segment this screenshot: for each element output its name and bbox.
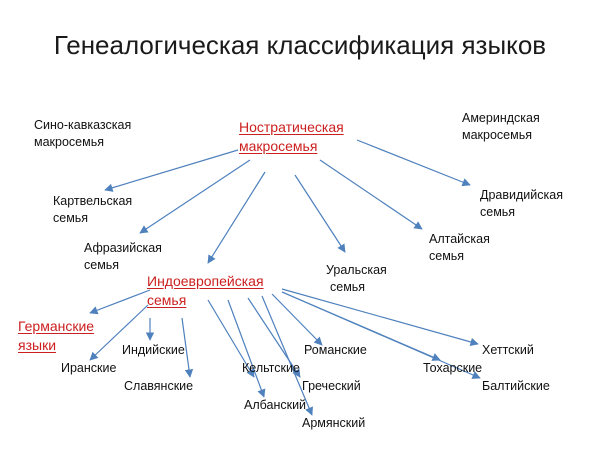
- node-romance: Романские: [304, 343, 367, 357]
- node-kartvelian: Картвельская семья: [53, 193, 132, 227]
- node-line: макросемья: [34, 135, 104, 149]
- node-nostratic: Ностратическая макросемья: [239, 118, 344, 156]
- node-line: Германские: [18, 318, 95, 334]
- node-iranian: Иранские: [61, 361, 117, 375]
- node-line: семья: [429, 249, 465, 263]
- node-line: Ностратическая: [239, 119, 344, 135]
- node-hittite: Хеттский: [482, 343, 534, 357]
- node-line: макросемья: [239, 138, 318, 154]
- node-line: макросемья: [462, 128, 532, 142]
- arrow-indoeuro-hittite: [281, 288, 479, 347]
- arrow-nostratic-dravid: [356, 139, 471, 187]
- node-germanic: Германские языки: [18, 317, 94, 355]
- node-greek: Греческий: [302, 379, 361, 393]
- node-baltic: Балтийские: [482, 379, 550, 393]
- slide-title: Генеалогическая классификация языков: [53, 30, 547, 60]
- node-indian: Индийские: [122, 343, 185, 357]
- arrow-nostratic-kartvel: [104, 149, 239, 192]
- node-afroasiatic: Афразийская семья: [84, 240, 162, 274]
- arrow-indoeuro-iranian: [89, 304, 149, 361]
- node-indo-european: Индоевропейская семья: [147, 272, 264, 310]
- node-line: семья: [330, 280, 366, 294]
- node-line: Дравидийская: [480, 188, 563, 202]
- arrow-indoeuro-german: [89, 289, 151, 315]
- node-tocharian: Тохарские: [423, 361, 483, 375]
- node-line: Уральская: [326, 263, 387, 277]
- node-line: Индоевропейская: [147, 273, 264, 289]
- node-line: Америндская: [462, 111, 540, 125]
- arrow-indoeuro-albanian: [227, 299, 266, 398]
- node-sino-caucasian: Сино-кавказская макросемья: [34, 117, 131, 151]
- node-line: Сино-кавказская: [34, 118, 132, 132]
- node-uralic: Уральская семья: [326, 262, 387, 296]
- node-line: Картвельская: [53, 194, 133, 208]
- node-celtic: Кельтские: [242, 361, 300, 375]
- node-slavic: Славянские: [124, 379, 194, 393]
- arrow-indoeuro-romance: [271, 293, 323, 346]
- node-line: Алтайская: [429, 232, 490, 246]
- arrow-indoeuro-greek: [247, 297, 301, 378]
- arrow-indoeuro-slavic: [181, 317, 194, 378]
- node-altaic: Алтайская семья: [429, 231, 490, 265]
- node-albanian: Албанский: [244, 398, 307, 412]
- arrow-indoeuro-armenian: [261, 295, 313, 416]
- node-line: Афразийская: [84, 241, 162, 255]
- arrow-indoeuro-baltic: [281, 291, 481, 379]
- node-line: языки: [18, 337, 57, 353]
- arrow-nostratic-altai: [319, 159, 423, 230]
- arrow-nostratic-ural: [294, 174, 346, 253]
- node-dravidian: Дравидийская семья: [480, 187, 563, 221]
- arrow-nostratic-indoeuro: [207, 171, 266, 264]
- node-line: семья: [84, 258, 120, 272]
- node-line: семья: [53, 211, 89, 225]
- arrow-nostratic-afraz: [139, 159, 251, 234]
- node-line: семья: [147, 292, 187, 308]
- node-amerind: Америндская макросемья: [462, 110, 540, 144]
- node-armenian: Армянский: [302, 416, 366, 430]
- arrow-indoeuro-celtic: [207, 299, 255, 378]
- node-line: семья: [480, 205, 516, 219]
